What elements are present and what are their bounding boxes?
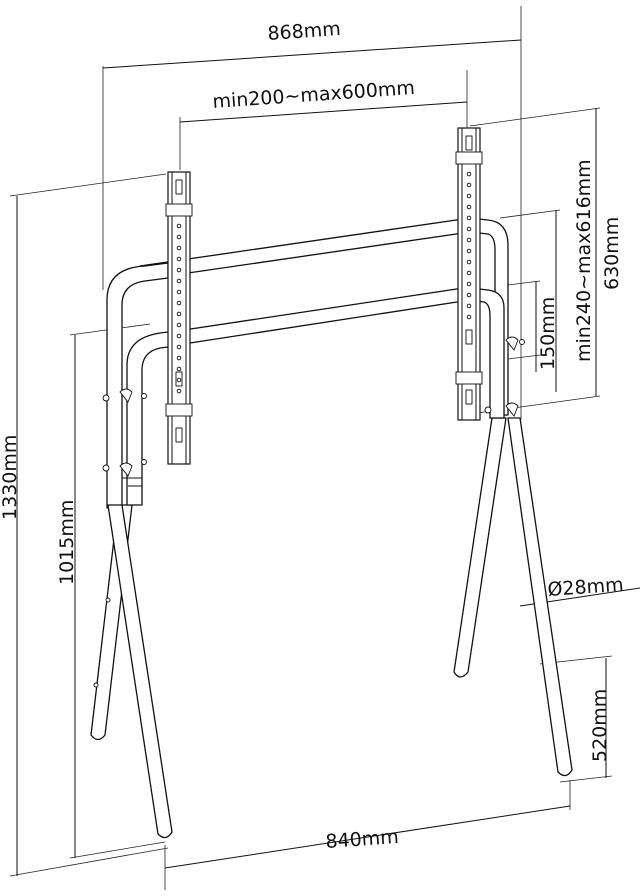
dimension-lines [9, 6, 640, 890]
mounting-hole [466, 281, 472, 287]
mounting-hole [176, 333, 182, 339]
mounting-hole [466, 248, 472, 254]
mounting-hole [466, 303, 472, 309]
label-bar-spacing: 150mm [537, 297, 559, 370]
mounting-hole [176, 267, 182, 273]
mounting-hole [176, 344, 182, 350]
label-foot-height: 520mm [589, 689, 611, 762]
mounting-hole [176, 289, 182, 295]
mounting-hole [466, 314, 472, 320]
mounting-hole [176, 223, 182, 229]
mounting-hole [176, 388, 182, 394]
label-overall-height: 1330mm [0, 435, 21, 520]
mounting-hole [176, 234, 182, 240]
mounting-hole [176, 377, 182, 383]
mounting-hole [176, 355, 182, 361]
mounting-hole [176, 366, 182, 372]
mounting-hole [466, 292, 472, 298]
mounting-hole [176, 311, 182, 317]
mounting-hole [176, 256, 182, 262]
mounting-hole [466, 182, 472, 188]
stand-front-legs [93, 417, 573, 839]
mounting-hole [176, 245, 182, 251]
mounting-hole [176, 278, 182, 284]
label-bracket-vertical-range: min240~max616mm [573, 159, 595, 362]
mounting-hole [466, 270, 472, 276]
left-bracket-plate [165, 171, 193, 465]
label-lower-height: 1015mm [56, 500, 78, 585]
mounting-hole [466, 171, 472, 177]
mounting-hole [466, 204, 472, 210]
label-bracket-height: 630mm [601, 217, 623, 290]
mounting-hole [176, 322, 182, 328]
mounting-hole [466, 226, 472, 232]
mounting-hole [176, 300, 182, 306]
label-overall-width: 868mm [267, 18, 342, 45]
mounting-hole [466, 215, 472, 221]
right-bracket-plate [455, 127, 483, 421]
mounting-hole [466, 193, 472, 199]
label-tube-diameter: Ø28mm [547, 574, 625, 601]
label-base-depth: 840mm [325, 826, 400, 853]
stand-left-uprights [102, 262, 177, 509]
mounting-hole [466, 259, 472, 265]
stand-back-legs [90, 417, 507, 741]
mounting-hole [466, 237, 472, 243]
